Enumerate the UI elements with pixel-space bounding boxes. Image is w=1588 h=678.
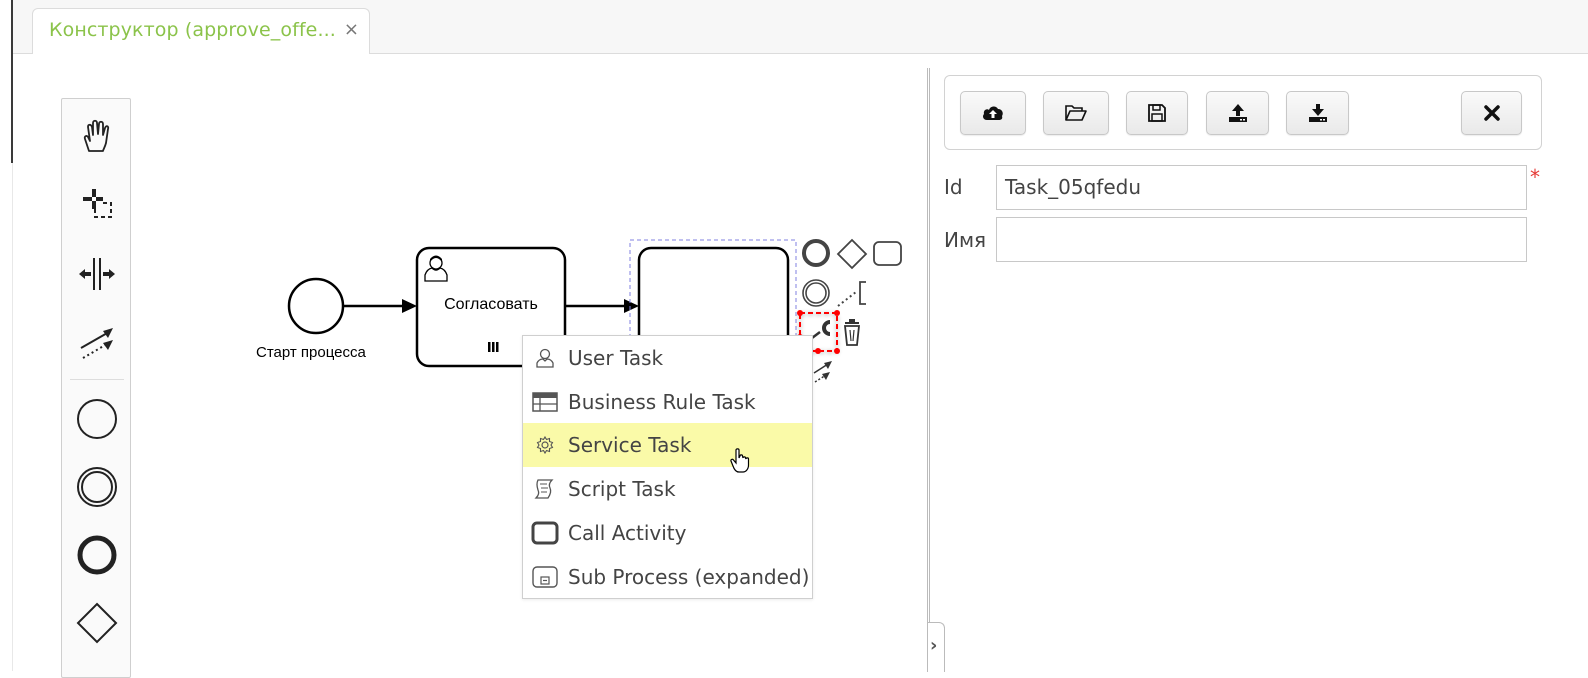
end-event-icon[interactable] (802, 239, 830, 267)
tab-title: Конструктор (approve_offe... (49, 19, 336, 41)
replace-menu: User Task Business Rule Task Service Tas… (522, 335, 813, 599)
menu-item-user-task[interactable]: User Task (523, 336, 812, 380)
task-label: Согласовать (444, 296, 538, 313)
palette-start-event[interactable] (62, 389, 132, 449)
circle-thick-icon (77, 535, 117, 575)
subprocess-icon (531, 565, 559, 589)
floppy-icon (1148, 104, 1166, 122)
hand-icon (83, 119, 110, 152)
replace-wrench-icon[interactable] (797, 310, 840, 354)
window-edge (11, 0, 13, 163)
export-button[interactable] (1206, 91, 1269, 135)
palette-lasso-tool[interactable] (62, 175, 132, 235)
menu-item-sub-process[interactable]: Sub Process (expanded) (523, 555, 812, 599)
upload-icon (1228, 104, 1247, 122)
circle-thin-icon (77, 399, 117, 439)
multi-instance-marker (488, 342, 499, 352)
panel-splitter[interactable] (927, 68, 930, 623)
double-circle-icon (77, 467, 117, 507)
properties-toolbar (944, 75, 1542, 150)
import-button[interactable] (1286, 91, 1349, 135)
connect-icon (80, 328, 113, 359)
start-event-label: Старт процесса (256, 344, 366, 361)
save-button[interactable] (1126, 91, 1188, 135)
bpmn-palette (61, 98, 131, 678)
table-icon (531, 390, 559, 414)
lasso-icon (83, 189, 112, 218)
tab-constructor[interactable]: Конструктор (approve_offe... × (32, 8, 370, 54)
download-icon (1308, 104, 1327, 122)
menu-item-script-task[interactable]: Script Task (523, 467, 812, 511)
diamond-icon (76, 602, 118, 644)
palette-end-event[interactable] (62, 525, 132, 585)
delete-icon[interactable] (844, 319, 860, 346)
menu-item-service-task[interactable]: Service Task (523, 423, 812, 467)
name-input[interactable] (996, 217, 1527, 262)
name-label: Имя (944, 228, 987, 252)
palette-separator (70, 379, 124, 380)
text-annotation-icon[interactable] (837, 281, 866, 307)
start-event[interactable] (287, 277, 345, 335)
palette-intermediate-event[interactable] (62, 457, 132, 517)
tab-close-icon[interactable]: × (343, 19, 359, 40)
script-icon (531, 477, 559, 501)
required-marker: * (1530, 165, 1540, 189)
palette-gateway[interactable] (62, 593, 132, 653)
cloud-upload-icon (983, 106, 1003, 120)
space-icon (79, 258, 115, 290)
menu-item-business-rule-task[interactable]: Business Rule Task (523, 380, 812, 424)
close-button[interactable] (1461, 91, 1522, 135)
close-icon (1483, 105, 1500, 121)
chevron-right-icon: › (930, 635, 938, 656)
splitter-toggle[interactable]: › (927, 622, 945, 672)
open-button[interactable] (1043, 91, 1109, 135)
palette-connect-tool[interactable] (62, 312, 132, 372)
user-icon (531, 346, 559, 370)
deploy-button[interactable] (960, 91, 1026, 135)
intermediate-event-icon[interactable] (802, 279, 830, 307)
menu-item-call-activity[interactable]: Call Activity (523, 511, 812, 555)
folder-open-icon (1065, 105, 1087, 121)
hand-cursor-icon (730, 448, 750, 473)
id-input[interactable]: Task_05qfedu (996, 165, 1527, 210)
call-activity-icon (531, 521, 559, 545)
id-label: Id (944, 175, 963, 199)
gateway-icon[interactable] (836, 238, 868, 270)
task-icon[interactable] (873, 241, 902, 266)
gear-icon (531, 433, 559, 457)
connect-icon[interactable] (813, 361, 832, 383)
palette-space-tool[interactable] (62, 244, 132, 304)
user-icon (424, 255, 448, 282)
window-edge-lower (12, 163, 13, 671)
selection-outline (629, 239, 797, 376)
palette-hand-tool[interactable] (62, 107, 132, 167)
